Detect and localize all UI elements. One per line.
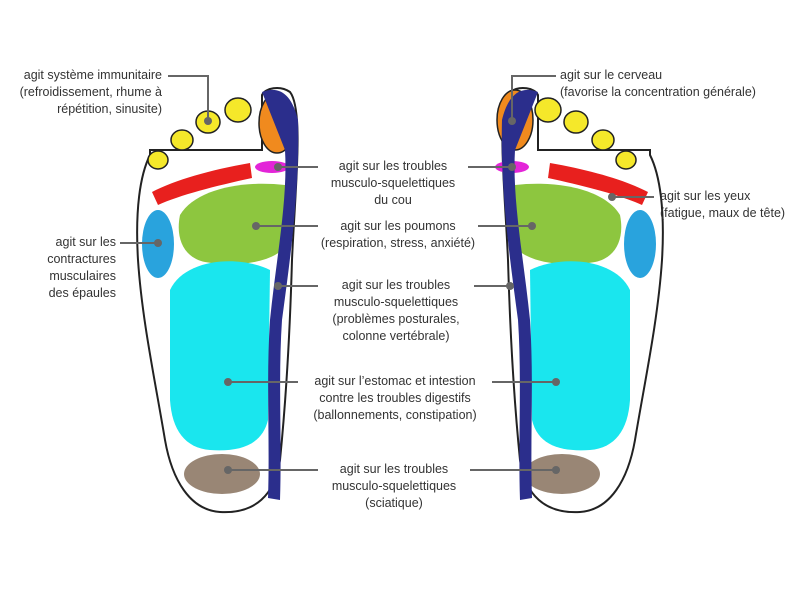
dot-sciatic-left bbox=[224, 466, 232, 474]
left-toe-4 bbox=[170, 129, 194, 151]
dot-shoulders bbox=[154, 239, 162, 247]
right-toe-4 bbox=[591, 129, 615, 151]
right-toe-3 bbox=[563, 110, 589, 134]
label-immune: agit système immunitaire (refroidissemen… bbox=[19, 68, 162, 116]
right-sciatic-zone bbox=[524, 454, 600, 494]
right-toe-5 bbox=[615, 150, 637, 170]
dot-sciatic-right bbox=[552, 466, 560, 474]
dot-spine-left bbox=[274, 282, 282, 290]
left-eyes-band bbox=[152, 163, 252, 205]
label-shoulders: agit sur les contractures musculaires de… bbox=[47, 235, 116, 300]
right-lungs-zone bbox=[510, 183, 622, 265]
dot-eyes bbox=[608, 193, 616, 201]
right-eyes-band bbox=[548, 163, 648, 205]
dot-spine-right bbox=[506, 282, 514, 290]
left-stomach-zone bbox=[170, 261, 270, 451]
leader-brain bbox=[511, 75, 556, 120]
dot-brain bbox=[508, 117, 516, 125]
dot-stomach-right bbox=[552, 378, 560, 386]
label-spine: agit sur les troubles musculo-squelettiq… bbox=[332, 278, 460, 343]
label-neck: agit sur les troubles musculo-squelettiq… bbox=[330, 159, 456, 207]
left-sciatic-zone bbox=[184, 454, 260, 494]
left-toe-5 bbox=[147, 150, 169, 170]
label-eyes: agit sur les yeux (fatigue, maux de tête… bbox=[660, 189, 786, 220]
label-brain: agit sur le cerveau (favorise la concent… bbox=[560, 68, 756, 99]
dot-neck-right bbox=[508, 163, 516, 171]
right-stomach-zone bbox=[530, 261, 630, 451]
right-toe-2 bbox=[534, 97, 562, 123]
right-shoulder-zone bbox=[624, 210, 656, 278]
dot-immune bbox=[204, 117, 212, 125]
label-sciatic: agit sur les troubles musculo-squelettiq… bbox=[331, 462, 457, 510]
label-stomach: agit sur l’estomac et intestion contre l… bbox=[313, 374, 477, 422]
dot-neck-left bbox=[274, 163, 282, 171]
right-spine-zone bbox=[501, 89, 538, 500]
dot-stomach-left bbox=[224, 378, 232, 386]
left-toe-2 bbox=[224, 97, 252, 123]
left-lungs-zone bbox=[178, 183, 290, 265]
label-lungs: agit sur les poumons (respiration, stres… bbox=[320, 219, 476, 250]
dot-lungs-left bbox=[252, 222, 260, 230]
leader-lines bbox=[120, 75, 654, 474]
dot-lungs-right bbox=[528, 222, 536, 230]
right-foot bbox=[495, 87, 664, 514]
leader-immune bbox=[168, 75, 209, 120]
left-spine-zone bbox=[262, 89, 299, 500]
left-foot bbox=[136, 87, 299, 514]
